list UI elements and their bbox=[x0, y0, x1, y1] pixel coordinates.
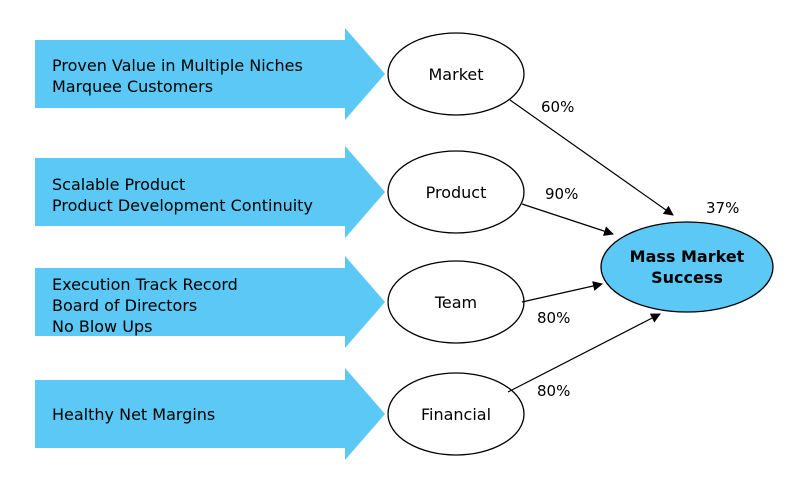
percent-financial: 80% bbox=[537, 382, 570, 400]
factor-team: Execution Track Record Board of Director… bbox=[35, 256, 525, 348]
factor-financial-line-1: Healthy Net Margins bbox=[52, 405, 215, 424]
node-financial-label: Financial bbox=[421, 405, 491, 424]
percent-team: 80% bbox=[537, 309, 570, 327]
factor-arrow-product bbox=[35, 146, 385, 238]
factor-financial: Healthy Net Margins Financial bbox=[35, 368, 525, 460]
goal-node bbox=[600, 221, 774, 313]
goal-mass-market-success: 37% Mass Market Success bbox=[600, 199, 774, 313]
node-product-label: Product bbox=[426, 183, 487, 202]
node-team-label: Team bbox=[434, 293, 477, 312]
node-product bbox=[387, 150, 525, 234]
node-market-label: Market bbox=[429, 65, 484, 84]
node-financial bbox=[387, 372, 525, 456]
factor-team-line-2: Board of Directors bbox=[52, 296, 197, 315]
percent-product: 90% bbox=[545, 185, 578, 203]
percent-goal: 37% bbox=[706, 199, 739, 217]
factor-arrow-market bbox=[35, 28, 385, 120]
factor-arrow-team bbox=[35, 256, 385, 348]
goal-label-line-1: Mass Market bbox=[630, 247, 745, 266]
connector-product bbox=[521, 203, 614, 236]
factor-product-line-2: Product Development Continuity bbox=[52, 196, 313, 215]
factor-arrow-financial bbox=[35, 368, 385, 460]
factor-product: Scalable Product Product Development Con… bbox=[35, 146, 525, 238]
factor-team-line-3: No Blow Ups bbox=[52, 317, 152, 336]
factor-market-line-1: Proven Value in Multiple Niches bbox=[52, 56, 303, 75]
connector-financial bbox=[507, 313, 661, 393]
factor-market: Proven Value in Multiple Niches Marquee … bbox=[35, 28, 525, 120]
connector-team bbox=[521, 281, 603, 303]
percent-market: 60% bbox=[541, 98, 574, 116]
goal-label-line-2: Success bbox=[651, 268, 723, 287]
node-market bbox=[387, 32, 525, 116]
factor-team-line-1: Execution Track Record bbox=[52, 275, 238, 294]
connector-market bbox=[509, 99, 674, 216]
factor-product-line-1: Scalable Product bbox=[52, 175, 185, 194]
factor-market-line-2: Marquee Customers bbox=[52, 77, 213, 96]
